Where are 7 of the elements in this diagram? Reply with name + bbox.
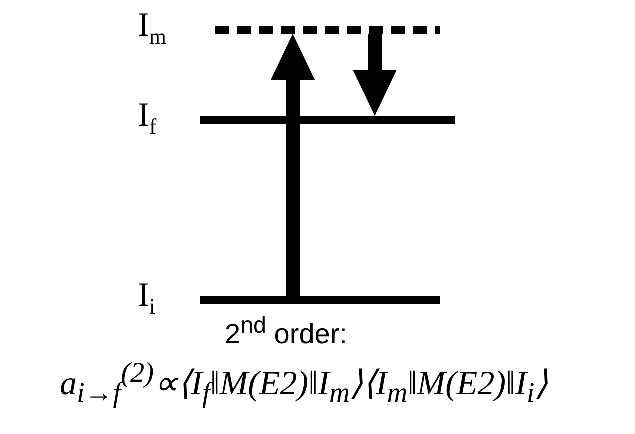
transition-arrow [271, 34, 315, 296]
level-label: I$_{f}$ [138, 96, 157, 141]
level-label: I$_{i}$ [138, 276, 156, 321]
transition-arrow [353, 34, 397, 116]
level-label: I$_{m}$ [138, 6, 166, 51]
order-label: 2$^{nd}$ order: [225, 312, 348, 350]
formula: a$_{i→f}$$^{(2)}$∝⟨I$_{f}$‖M(E2)‖I$_{m}$⟩⟨I$_{m}$‖M(E2)‖I$_{i}$⟩ [60, 358, 548, 410]
